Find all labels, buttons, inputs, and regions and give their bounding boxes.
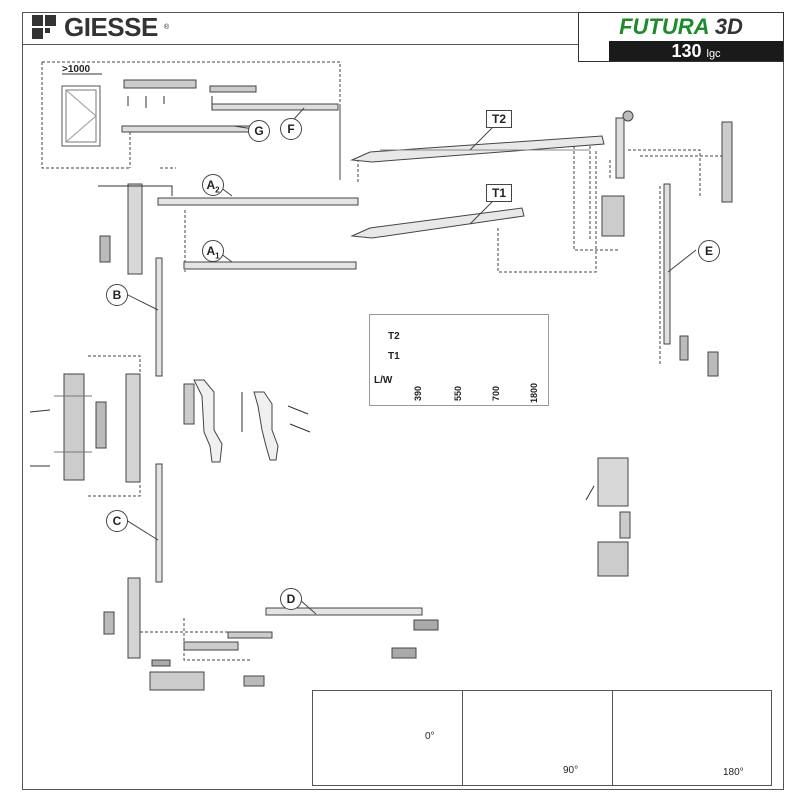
rail-e: [663, 183, 671, 345]
angle-0: 0°: [425, 731, 435, 742]
angle-180: 180°: [723, 767, 744, 778]
rail-a2: [157, 197, 359, 206]
model-number: 130 lgc: [609, 41, 783, 61]
hinge-arm-t1: [350, 207, 525, 239]
brand-name: GIESSE: [64, 11, 158, 42]
model-number-value: 130: [671, 41, 702, 61]
callout-a2-sub: 2: [215, 185, 220, 195]
rail-a1: [183, 261, 357, 270]
rail-d: [265, 607, 423, 616]
mode-turn: 180°: [613, 691, 771, 785]
page-frame: [22, 12, 784, 790]
mode-locked: 0°: [313, 691, 463, 785]
table-row-t2: T2: [388, 331, 400, 342]
model-suffix: lgc: [706, 48, 721, 60]
product-line-b: 3D: [714, 14, 743, 39]
handle-1: [193, 379, 223, 463]
product-line-a: FUTURA: [619, 14, 709, 39]
handle-2: [253, 391, 279, 461]
table-tick-1800: 1800: [529, 382, 539, 403]
inset-window-icon: [61, 85, 101, 147]
table-tick-700: 700: [491, 385, 501, 401]
hinge-arm-t2: [350, 135, 605, 163]
header-rule: [22, 44, 578, 45]
callout-e: E: [698, 240, 720, 262]
table-row-t1: T1: [388, 351, 400, 362]
callout-a1: A1: [202, 240, 224, 262]
rail-c: [155, 463, 163, 583]
table-tick-390: 390: [413, 385, 423, 401]
product-line: FUTURA 3D: [579, 13, 783, 41]
table-tick-550: 550: [453, 385, 463, 401]
mode-tilt: 90°: [463, 691, 613, 785]
table-axis-label: L/W: [374, 375, 393, 386]
callout-a2-letter: A: [206, 178, 216, 192]
operation-modes-panel: 0° 90° 180°: [312, 690, 772, 786]
giesse-logo: GIESSE ®: [32, 10, 169, 44]
callout-g: G: [248, 120, 270, 142]
callout-a1-letter: A: [206, 244, 216, 258]
callout-f: F: [280, 118, 302, 140]
label-t2: T2: [486, 110, 513, 128]
callout-c: C: [106, 510, 128, 532]
callout-a1-sub: 1: [215, 251, 220, 261]
rail-b: [155, 257, 163, 377]
logo-mark-icon: [32, 15, 58, 39]
width-label: >1000: [62, 64, 91, 75]
product-badge: FUTURA 3D 130 lgc: [578, 12, 784, 62]
callout-b: B: [106, 284, 128, 306]
callout-d: D: [280, 588, 302, 610]
angle-90: 90°: [563, 765, 579, 776]
sizing-table: T2 T1 L/W 390 550 700 1800: [369, 314, 549, 406]
label-t1: T1: [486, 184, 513, 202]
registered-mark: ®: [163, 23, 169, 31]
callout-a2: A2: [202, 174, 224, 196]
inset-dashed-border: [41, 61, 341, 180]
